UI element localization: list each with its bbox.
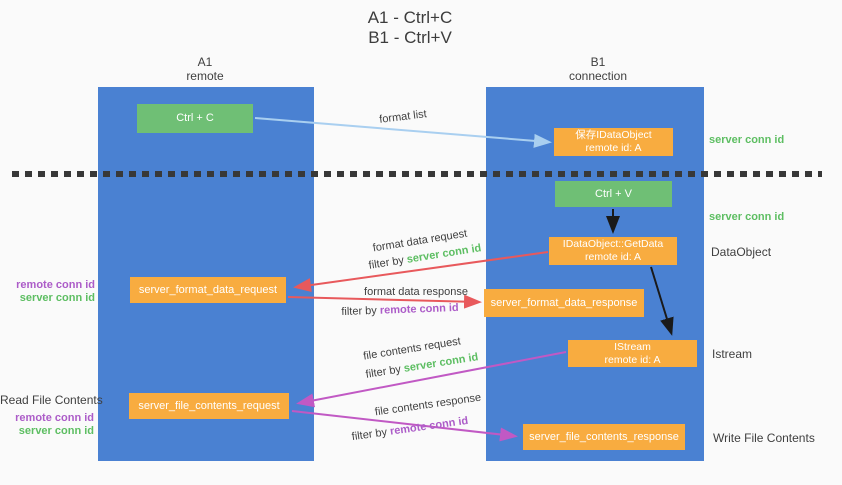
filter-by-text: filter by <box>367 253 408 272</box>
server-format-data-request-box: server_format_data_request <box>130 277 286 303</box>
filter-by-text: filter by <box>351 425 391 444</box>
save-idataobject-line2: remote id: A <box>585 142 642 154</box>
remote-conn-id-label-bottom: remote conn id <box>15 412 94 424</box>
server-conn-id-inline-2: server conn id <box>402 351 480 375</box>
istream-line2: remote id: A <box>604 353 661 366</box>
remote-conn-id-inline-1: remote conn id <box>379 301 459 317</box>
lane-header-a1: A1 remote <box>155 55 255 83</box>
remote-conn-id-inline-2: remote conn id <box>389 414 469 438</box>
dataobject-label: DataObject <box>711 245 772 259</box>
istream-side-label: Istream <box>712 347 753 361</box>
format-request-label: server_format_data_request <box>138 283 278 296</box>
filter-by-text: filter by <box>364 362 405 381</box>
save-idataobject-box: 保存IDataObject remote id: A <box>554 128 673 156</box>
write-file-contents-label: Write File Contents <box>713 431 815 445</box>
format-list-label: format list <box>378 108 428 126</box>
server-format-data-response-box: server_format_data_response <box>484 289 644 317</box>
ctrl-v-box: Ctrl + V <box>555 181 672 207</box>
filter-by-remote-conn-id-label-1: filter by remote conn id <box>341 302 459 318</box>
server-conn-id-label-left-bottom: server conn id <box>18 424 94 437</box>
filter-by-remote-conn-id-label-2: filter by remote conn id <box>351 415 469 443</box>
lane-a1-subtitle: remote <box>186 68 224 83</box>
conn-id-pair-top: remote conn id server conn id <box>0 279 95 304</box>
filter-by-text: filter by <box>341 304 381 319</box>
diagram-title: A1 - Ctrl+C B1 - Ctrl+V <box>310 8 510 48</box>
ctrl-v-label: Ctrl + V <box>595 187 632 200</box>
file-request-label: server_file_contents_request <box>138 399 280 412</box>
title-line-2: B1 - Ctrl+V <box>368 28 452 47</box>
server-file-contents-request-box: server_file_contents_request <box>129 393 289 419</box>
lane-b1-title: B1 <box>590 55 606 69</box>
server-conn-id-label-mid: server conn id <box>709 211 785 223</box>
remote-conn-id-label-top: remote conn id <box>16 279 95 291</box>
file-response-label: server_file_contents_response <box>529 430 679 443</box>
istream-box: IStream remote id: A <box>568 340 697 367</box>
format-response-label: server_format_data_response <box>490 296 638 309</box>
ctrl-c-box: Ctrl + C <box>137 104 253 133</box>
lane-header-b1: B1 connection <box>548 55 648 83</box>
lane-b1-subtitle: connection <box>568 68 628 83</box>
save-idataobject-line1: 保存IDataObject <box>575 129 652 141</box>
getdata-line1: IDataObject::GetData <box>562 238 664 250</box>
idataobject-getdata-box: IDataObject::GetData remote id: A <box>549 237 677 265</box>
read-file-contents-label: Read File Contents <box>0 393 103 407</box>
server-file-contents-response-box: server_file_contents_response <box>523 424 685 450</box>
server-conn-id-label-top: server conn id <box>709 134 785 146</box>
conn-id-pair-bottom: remote conn id server conn id <box>0 412 94 437</box>
format-data-response-label: format data response <box>364 286 468 298</box>
getdata-line2: remote id: A <box>584 251 642 263</box>
session-divider-dotted-line <box>12 171 822 177</box>
istream-line1: IStream <box>614 340 651 353</box>
server-conn-id-label-left-top: server conn id <box>19 291 95 304</box>
ctrl-c-label: Ctrl + C <box>176 112 214 124</box>
lane-a1-title: A1 <box>197 55 213 69</box>
title-line-1: A1 - Ctrl+C <box>367 8 453 27</box>
